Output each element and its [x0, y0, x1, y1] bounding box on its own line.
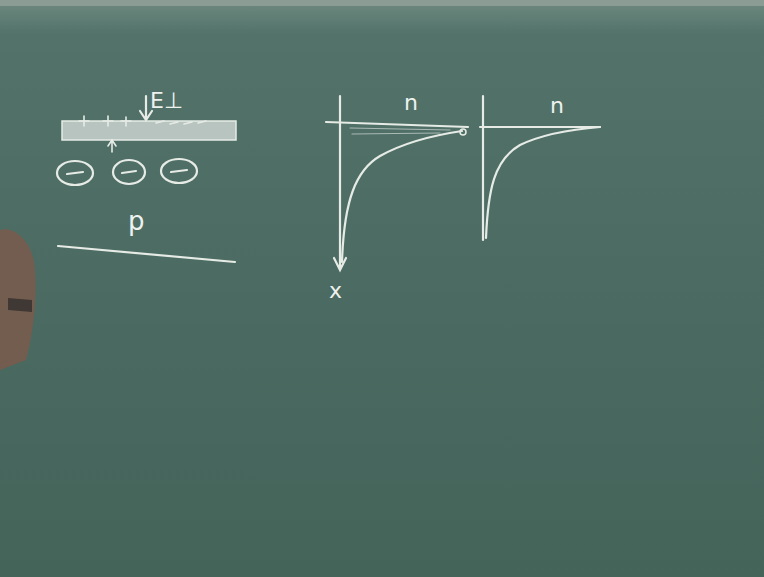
- shading: [350, 128, 450, 134]
- chalk-label: x: [329, 280, 342, 302]
- positive-charges: [79, 116, 131, 126]
- negative-charges: [156, 121, 206, 124]
- oxide-band: [62, 121, 236, 140]
- acceptor-oval: [161, 159, 197, 183]
- acceptor-oval: [57, 161, 93, 185]
- curve-end: [460, 129, 466, 135]
- lecturer-glasses: [8, 298, 32, 312]
- n-axis: [326, 122, 468, 127]
- chalk-label: n: [550, 95, 564, 117]
- acceptor-minus: [171, 170, 187, 172]
- acceptor-oval: [113, 160, 145, 184]
- lecturer-silhouette: [0, 229, 36, 370]
- n-profile-curve: [486, 127, 600, 238]
- acceptor-minus: [122, 171, 136, 173]
- acceptor-minus: [67, 172, 83, 174]
- board-frame: [0, 0, 764, 6]
- chalk-label: n: [404, 92, 418, 114]
- chalk-label: p: [128, 208, 145, 234]
- substrate-line: [58, 246, 235, 262]
- x-axis: [482, 96, 484, 240]
- n-profile-curve: [342, 131, 462, 262]
- chalk-label: E⊥: [150, 90, 183, 112]
- small-arrow: [108, 140, 116, 152]
